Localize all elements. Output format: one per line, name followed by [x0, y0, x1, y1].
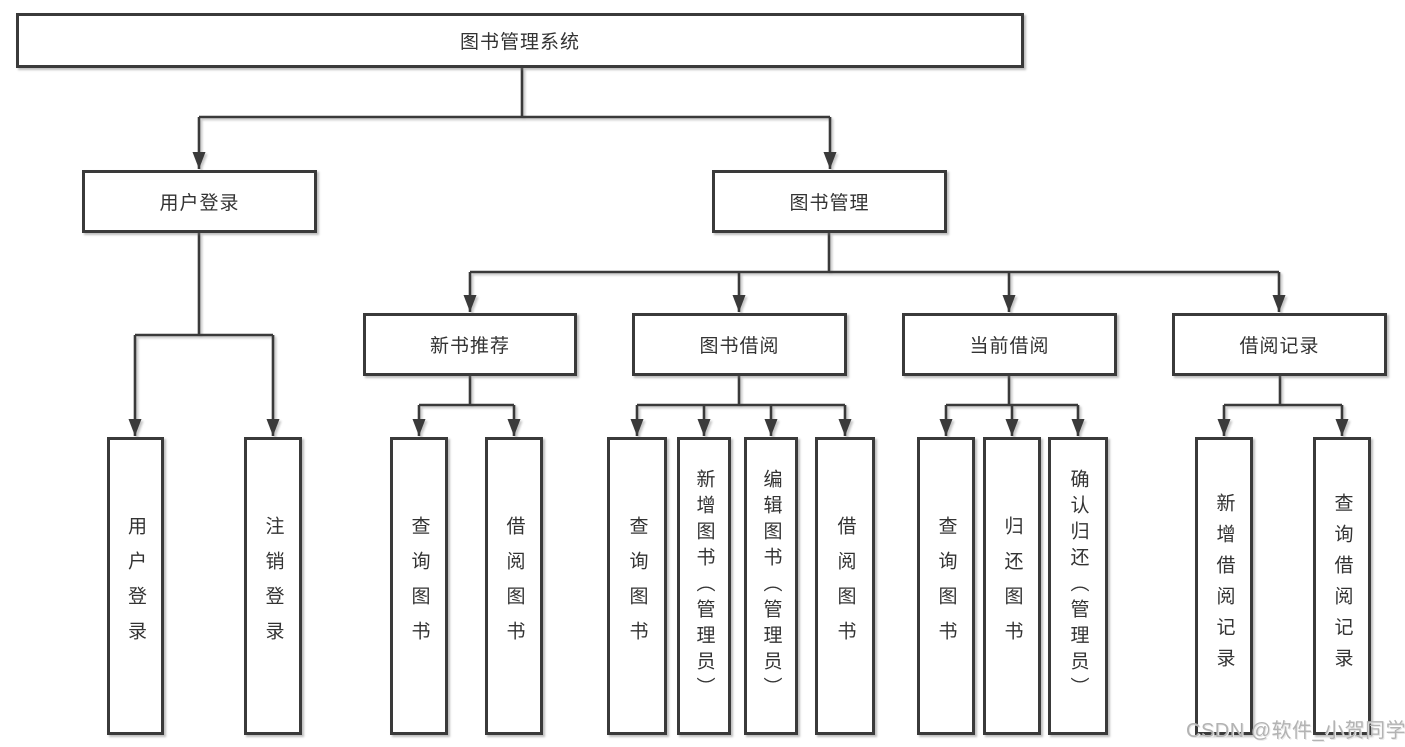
leaf-confirm-return-admin: 确认归还（管理员） [1048, 437, 1108, 735]
leaf-query-borrow-record: 查询借阅记录 [1313, 437, 1371, 735]
leaf-borrow-books-rec: 借阅图书 [485, 437, 543, 735]
node-label: 新增图书（管理员） [693, 469, 715, 703]
node-label: 用户登录 [125, 516, 146, 656]
leaf-query-books-current: 查询图书 [917, 437, 975, 735]
node-label: 归还图书 [1001, 516, 1023, 656]
node-label: 借阅记录 [1239, 336, 1320, 357]
node-label: 用户登录 [159, 193, 240, 214]
node-label: 当前借阅 [969, 336, 1050, 357]
node-label: 图书借阅 [699, 336, 780, 357]
node-label: 借阅图书 [503, 516, 525, 656]
node-user-login: 用户登录 [82, 170, 317, 233]
node-label: 借阅图书 [834, 516, 856, 656]
node-label: 图书管理 [789, 193, 870, 214]
node-label: 确认归还（管理员） [1067, 469, 1089, 703]
node-label: 编辑图书（管理员） [760, 469, 782, 703]
node-label: 新书推荐 [429, 336, 510, 357]
leaf-logout: 注销登录 [244, 437, 302, 735]
node-new-book-recommendation: 新书推荐 [363, 313, 577, 376]
node-label: 图书管理系统 [459, 32, 580, 53]
csdn-watermark: CSDN @软件_小贺同学 [1186, 720, 1405, 742]
node-label: 查询借阅记录 [1331, 493, 1353, 679]
leaf-borrow-books-borrow: 借阅图书 [815, 437, 875, 735]
leaf-add-borrow-record: 新增借阅记录 [1195, 437, 1253, 735]
leaf-edit-book-admin: 编辑图书（管理员） [744, 437, 798, 735]
node-root-library-system: 图书管理系统 [16, 13, 1024, 68]
node-label: 新增借阅记录 [1213, 493, 1235, 679]
node-label: 查询图书 [626, 516, 648, 656]
leaf-return-book: 归还图书 [983, 437, 1041, 735]
node-borrowing-records: 借阅记录 [1172, 313, 1387, 376]
leaf-add-book-admin: 新增图书（管理员） [677, 437, 731, 735]
node-label: 注销登录 [262, 516, 284, 656]
node-current-borrowing: 当前借阅 [902, 313, 1117, 376]
node-book-borrowing: 图书借阅 [632, 313, 847, 376]
node-label: 查询图书 [408, 516, 430, 656]
leaf-query-books-borrow: 查询图书 [607, 437, 667, 735]
node-label: 查询图书 [935, 516, 957, 656]
node-book-management: 图书管理 [712, 170, 947, 233]
leaf-query-books-rec: 查询图书 [390, 437, 448, 735]
leaf-user-login: 用户登录 [107, 437, 164, 735]
